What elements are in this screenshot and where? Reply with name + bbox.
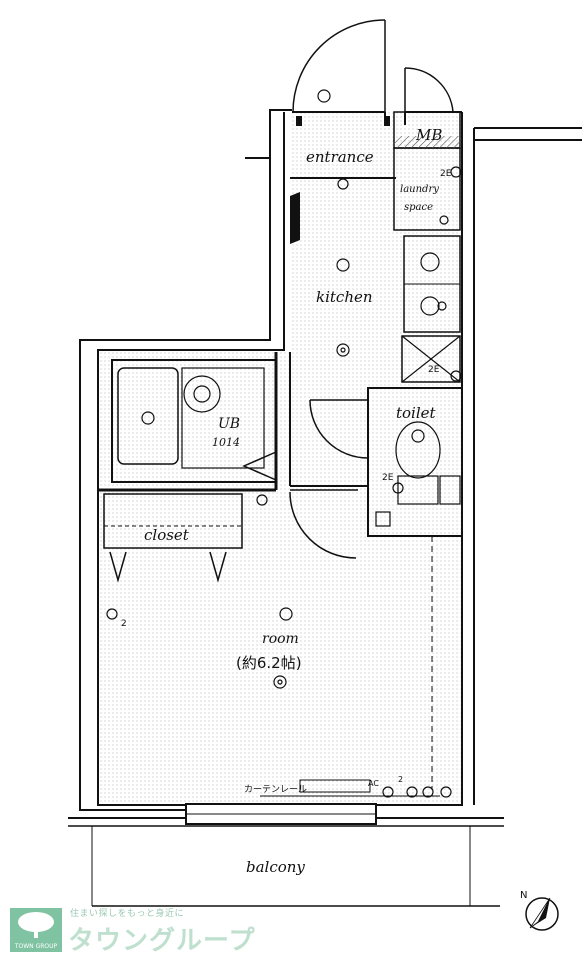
label-kitchen: kitchen [316, 288, 373, 306]
label-room: room [262, 631, 299, 647]
north-arrow-icon: N [520, 890, 559, 931]
label-ub-size: 1014 [212, 436, 240, 449]
doors [242, 19, 454, 559]
north-label: N [520, 890, 527, 901]
label-curtain-rail: カーテンレール [244, 784, 307, 795]
drain-icon [141, 411, 155, 425]
shower-icon [183, 375, 221, 413]
footer-brand: タウングループ [68, 926, 256, 956]
stove-icon [420, 252, 440, 272]
outlet-label-3: 2E [382, 473, 394, 483]
footer-tagline: 住まい探しをもっと身近に [70, 909, 185, 919]
toilet-icon [395, 421, 441, 479]
window-mark [296, 116, 302, 126]
label-ub: UB [218, 416, 240, 432]
panel-marker [290, 192, 300, 244]
ac-label: AC [368, 779, 379, 788]
logo-text: TOWN GROUP [14, 943, 58, 950]
light-icon [336, 258, 350, 272]
floor-area [98, 112, 462, 805]
label-room-size: (約6.2帖) [236, 654, 302, 672]
label-entrance: entrance [306, 148, 374, 166]
window-mark [384, 116, 390, 126]
label-balcony: balcony [246, 858, 305, 876]
outlet-count: 2 [121, 619, 127, 629]
ac-count: 2 [398, 775, 403, 784]
walls [68, 109, 582, 907]
outlet-icon [450, 166, 462, 178]
label-closet: closet [144, 526, 190, 544]
fixtures [106, 89, 462, 798]
outlet-label-1: 2E [440, 169, 452, 179]
label-mb: MB [415, 126, 442, 144]
label-laundry-2: space [404, 202, 433, 213]
label-toilet: toilet [396, 404, 437, 422]
label-laundry-1: laundry [400, 184, 439, 195]
mb-hatch [394, 136, 460, 148]
outlet-label-2: 2E [428, 365, 440, 375]
town-group-logo: TOWN GROUP [10, 908, 62, 952]
